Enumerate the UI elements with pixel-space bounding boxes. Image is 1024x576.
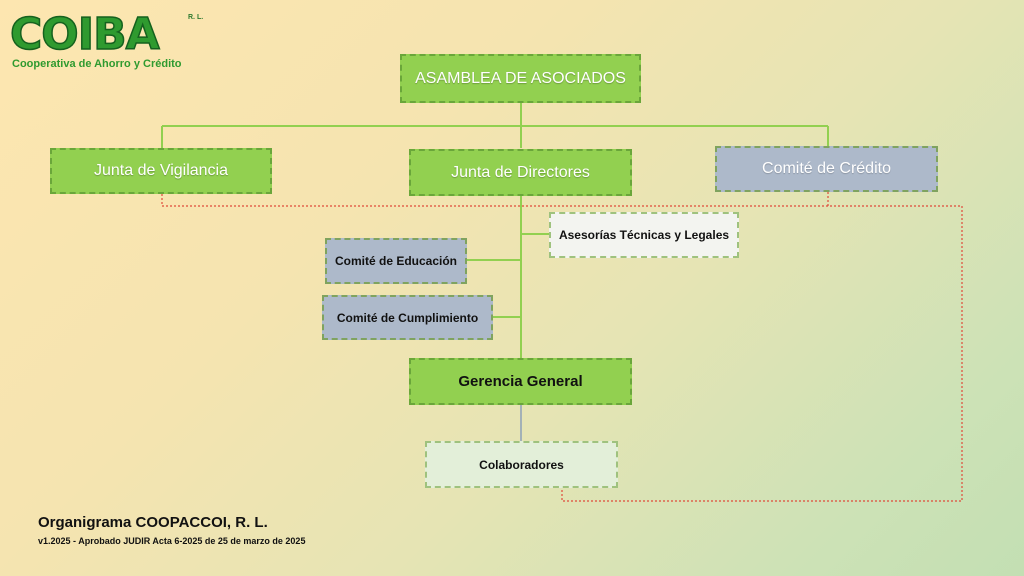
logo-wordmark: COIBA [9,9,160,61]
logo-suffix: R. L. [188,14,204,21]
node-cumplimiento-label: Comité de Cumplimiento [336,310,479,325]
node-asamblea: ASAMBLEA DE ASOCIADOS [400,54,641,103]
node-vigilancia: Junta de Vigilancia [50,148,272,194]
node-asamblea-label: ASAMBLEA DE ASOCIADOS [415,69,626,87]
node-educacion-label: Comité de Educación [334,254,458,268]
node-asesorias: Asesorías Técnicas y Legales [549,212,739,258]
footer-title: Organigrama COOPACCOI, R. L. [38,514,268,531]
logo: COIBA R. L. Cooperativa de Ahorro y Créd… [9,9,220,74]
node-directores-label: Junta de Directores [451,163,590,181]
footer-subtitle: v1.2025 - Aprobado JUDIR Acta 6-2025 de … [38,536,306,546]
node-asesorias-label: Asesorías Técnicas y Legales [558,228,730,242]
logo-tagline: Cooperativa de Ahorro y Crédito [12,58,182,70]
node-gerencia-label: Gerencia General [458,373,583,390]
node-colaboradores: Colaboradores [425,441,618,488]
node-credito-label: Comité de Crédito [762,160,891,177]
node-directores: Junta de Directores [409,149,632,196]
node-credito: Comité de Crédito [715,146,938,192]
node-educacion: Comité de Educación [325,238,467,284]
node-cumplimiento: Comité de Cumplimiento [322,295,493,340]
node-gerencia: Gerencia General [409,358,632,405]
node-colaboradores-label: Colaboradores [479,457,564,472]
node-vigilancia-label: Junta de Vigilancia [93,162,229,179]
